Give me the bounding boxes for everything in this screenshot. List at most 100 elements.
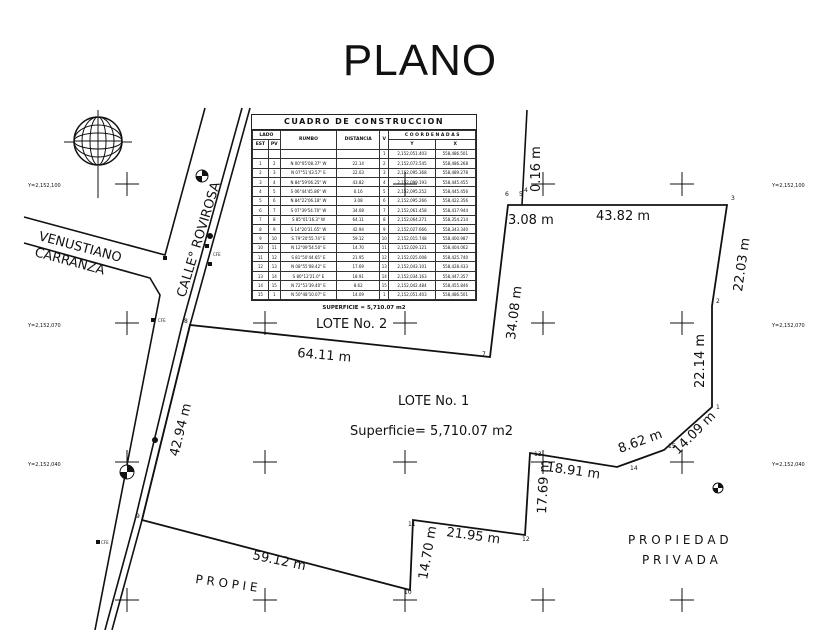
cell-pv: 3 [267,167,281,178]
cell-x: 558,404.062 [434,242,477,254]
cell-v: 1 [379,148,390,160]
vertex-label: 14 [630,465,638,472]
construction-table: CUADRO DE CONSTRUCCION LADO RUMBO DISTAN… [251,114,477,311]
distance-label: 64.11 m [297,346,352,366]
grid-cross-mark [253,588,277,612]
distance-label: 0.16 m [529,146,544,192]
cfe-label: CFE [213,252,221,257]
cell-y: 2,152,015.748 [388,233,436,244]
cell-x: 558,343.340 [434,223,477,235]
cell-dist: 3.08 [336,195,381,207]
distance-label: 42.94 m [167,402,195,458]
distance-label: 22.03 m [731,237,753,293]
benchmark-icon [119,169,724,494]
cell-est: 15 [252,289,269,301]
cell-est: 8 [252,223,269,235]
grid-label: Y=2,152,070 [771,323,805,329]
cell-pv: 12 [267,252,281,263]
cell-v: 1 [379,289,390,301]
header-x: X [434,139,477,150]
cell-y: 2,152,034.163 [388,270,436,282]
cell-v: 9 [379,223,390,235]
cell-rumbo: S 06°44'45.86" W [279,186,338,197]
cell-x: 558,455.846 [434,280,477,291]
cell-rumbo: N 07°51'43.57" E [279,167,338,178]
cell-rumbo: N 50°48'10.07" E [279,289,338,301]
cell-rumbo: S 80°12'21.0" E [279,270,338,282]
grid-cross-mark [115,588,139,612]
cell-est: 13 [252,270,269,282]
header-pv: PV [267,139,281,150]
grid-label: Y=2,152,040 [27,462,61,468]
cell-x: 558,445.455 [434,176,477,188]
cell-y: 2,152,027.666 [388,223,436,235]
vertex-label: 1 [716,404,720,411]
cell-y: 2,152,095.266 [388,195,436,207]
vertex-label: 5 [519,191,523,198]
cell-rumbo: N 08°55'08.42" E [279,261,338,272]
cell-pv: 8 [267,214,281,225]
cell-est: 2 [252,167,269,178]
cell-dist: 21.95 [336,252,381,263]
cell-dist: 22.14 [336,158,381,169]
cell-dist: 34.08 [336,205,381,216]
street-rovirosa: CALLE° ROVIROSA [174,180,223,299]
cell-y: 2,152,042.484 [388,280,436,291]
header-lado: LADO [252,129,281,141]
cell-v: 3 [379,167,390,178]
cell-y: 2,152,064.271 [388,214,436,225]
cell-rumbo: S 07°39'54.70" W [279,205,338,216]
private-property-label: P R O P I E D A D [628,533,729,547]
cell-dist: 14.09 [336,289,381,301]
grid-cross-mark [670,450,694,474]
grid-label: Y=2,152,070 [27,323,61,329]
cell-dist: 22.03 [336,167,381,178]
cell-pv: 11 [267,242,281,254]
utility-pole-icons [96,233,213,544]
distance-label: 14.09 m [670,409,719,458]
cell-v: 15 [379,280,390,291]
area-label: Superficie= 5,710.07 m2 [350,424,513,439]
cell-dist: 17.69 [336,261,381,272]
cell-y: 2,152,043.101 [388,261,436,272]
distance-label: 3.08 m [508,213,554,228]
cell-pv: 10 [267,233,281,244]
cell-pv: 7 [267,205,281,216]
vertex-label: 7 [482,351,486,358]
grid-cross-mark [115,311,139,335]
cell-y: 2,152,029.121 [388,242,436,254]
grid-cross-mark [253,450,277,474]
cell-pv: 9 [267,223,281,235]
cell-x: 558,354.214 [434,214,477,225]
cell-dist: 42.94 [336,223,381,235]
cell-y: 2,152,073.545 [388,158,436,169]
cell-pv: 2 [267,158,281,169]
cell-est: 9 [252,233,269,244]
cell-est: 4 [252,186,269,197]
cell-v: 4 [379,176,390,188]
cell-y: 2,152,025.008 [388,252,436,263]
lote-2-label: LOTE No. 2 [316,317,387,332]
cell-rumbo: N 72°53'39.40" E [279,280,338,291]
cfe-label: CFE [158,318,166,323]
vertex-label: 15 [668,443,676,450]
cell-est: 6 [252,205,269,216]
cell-dist: 43.82 [336,176,381,188]
cell-pv: 1 [267,289,281,301]
cell-dist: 8.62 [336,280,381,291]
cell-x: 558,425.740 [434,252,477,263]
cell-pv: 5 [267,186,281,197]
cell-v: 14 [379,270,390,282]
vertex-label: 3 [731,195,735,202]
vertex-label: 9 [136,513,140,520]
grid-cross-mark [531,172,555,196]
grid-cross-mark [253,311,277,335]
